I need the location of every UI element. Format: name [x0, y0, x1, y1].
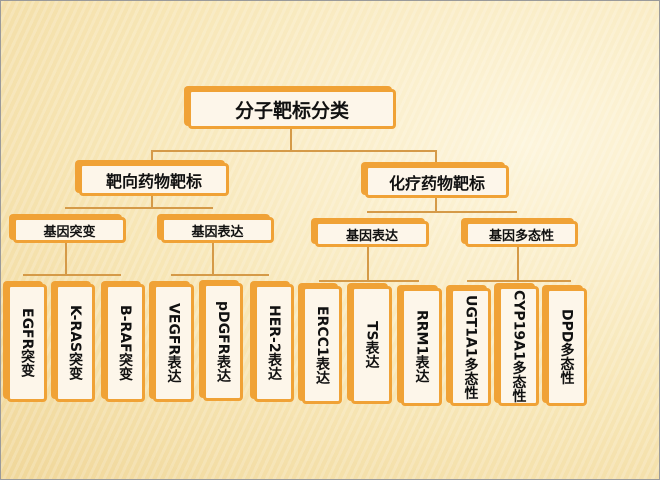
leaf-ts: TS表达 — [351, 286, 392, 404]
leaf-ugt1a1: UGT1A1多态性 — [450, 288, 491, 406]
leaf-vegfr: VEGFR表达 — [153, 284, 194, 402]
connector — [171, 274, 269, 276]
leaf-ercc1: ERCC1表达 — [302, 286, 342, 404]
group-gene-expression: 基因表达 — [315, 221, 429, 247]
connector — [367, 247, 369, 281]
connector — [290, 129, 292, 151]
leaf-her2: HER-2表达 — [254, 284, 294, 402]
connector — [151, 150, 436, 152]
root-node: 分子靶标分类 — [188, 89, 396, 129]
connector — [319, 280, 419, 282]
group-gene-expression: 基因表达 — [161, 217, 274, 243]
leaf-kras: K-RAS突变 — [55, 284, 95, 402]
connector — [23, 274, 121, 276]
leaf-pdgfr: pDGFR表达 — [203, 283, 243, 401]
leaf-egfr: EGFR突变 — [7, 284, 47, 402]
group-gene-polymorphism: 基因多态性 — [465, 221, 578, 247]
connector — [151, 150, 153, 162]
branch-targeted-drug: 靶向药物靶标 — [79, 163, 229, 196]
connector — [467, 280, 571, 282]
connector — [65, 207, 213, 209]
connector — [151, 196, 153, 208]
connector — [435, 198, 437, 212]
leaf-cyp19a1: CYP19A1多态性 — [498, 286, 539, 406]
branch-chemo-drug: 化疗药物靶标 — [365, 165, 509, 198]
connector — [367, 211, 517, 213]
leaf-dpd: DPD多态性 — [546, 288, 587, 406]
leaf-braf: B-RAF突变 — [105, 284, 145, 402]
connector — [517, 247, 519, 281]
connector — [212, 243, 214, 275]
connector — [65, 243, 67, 275]
group-gene-mutation: 基因突变 — [13, 217, 126, 243]
leaf-rrm1: RRM1表达 — [401, 288, 442, 406]
connector — [435, 150, 437, 164]
